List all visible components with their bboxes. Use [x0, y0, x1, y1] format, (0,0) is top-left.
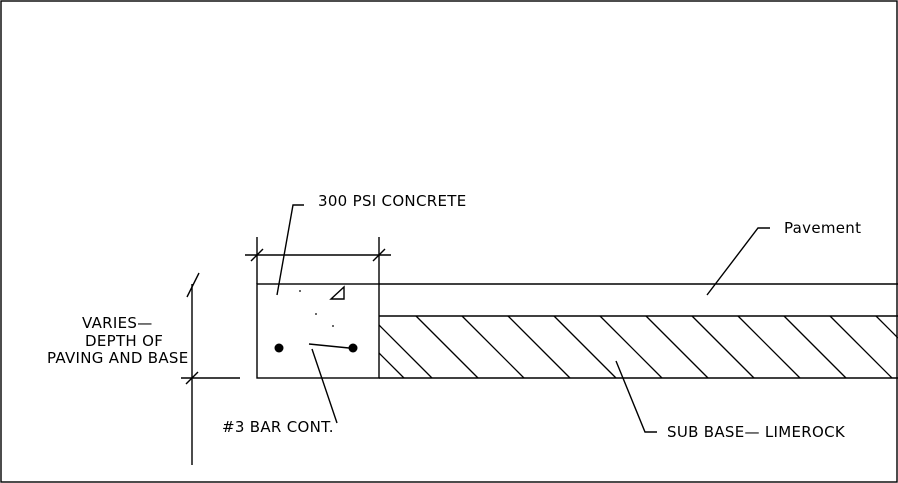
aggregate-dot — [332, 325, 334, 327]
rebar-connector — [308, 343, 350, 349]
label-subbase: SUB BASE— LIMEROCK — [667, 423, 846, 441]
aggregate-dot — [299, 290, 301, 292]
depth-dimension — [181, 272, 240, 465]
label-varies: VARIES— — [82, 314, 153, 332]
pavement-leader — [706, 227, 770, 296]
label-paving-and-base: PAVING AND BASE — [47, 349, 189, 367]
label-concrete: 300 PSI CONCRETE — [318, 192, 466, 210]
aggregate-triangle — [329, 285, 345, 300]
concrete-leader — [276, 204, 304, 296]
label-depth-of: DEPTH OF — [85, 332, 163, 350]
rebar-right — [348, 343, 358, 353]
concrete-aggregate-marks — [299, 285, 345, 327]
subbase-hatch — [378, 315, 898, 379]
rebar-left — [274, 343, 284, 353]
curb-width-dimension — [245, 237, 391, 284]
bar-leader — [311, 348, 338, 424]
subbase-leader — [615, 360, 657, 433]
label-bar: #3 BAR CONT. — [222, 418, 334, 436]
concrete-curb — [256, 283, 380, 379]
label-pavement: Pavement — [784, 219, 861, 237]
aggregate-dot — [315, 313, 317, 315]
